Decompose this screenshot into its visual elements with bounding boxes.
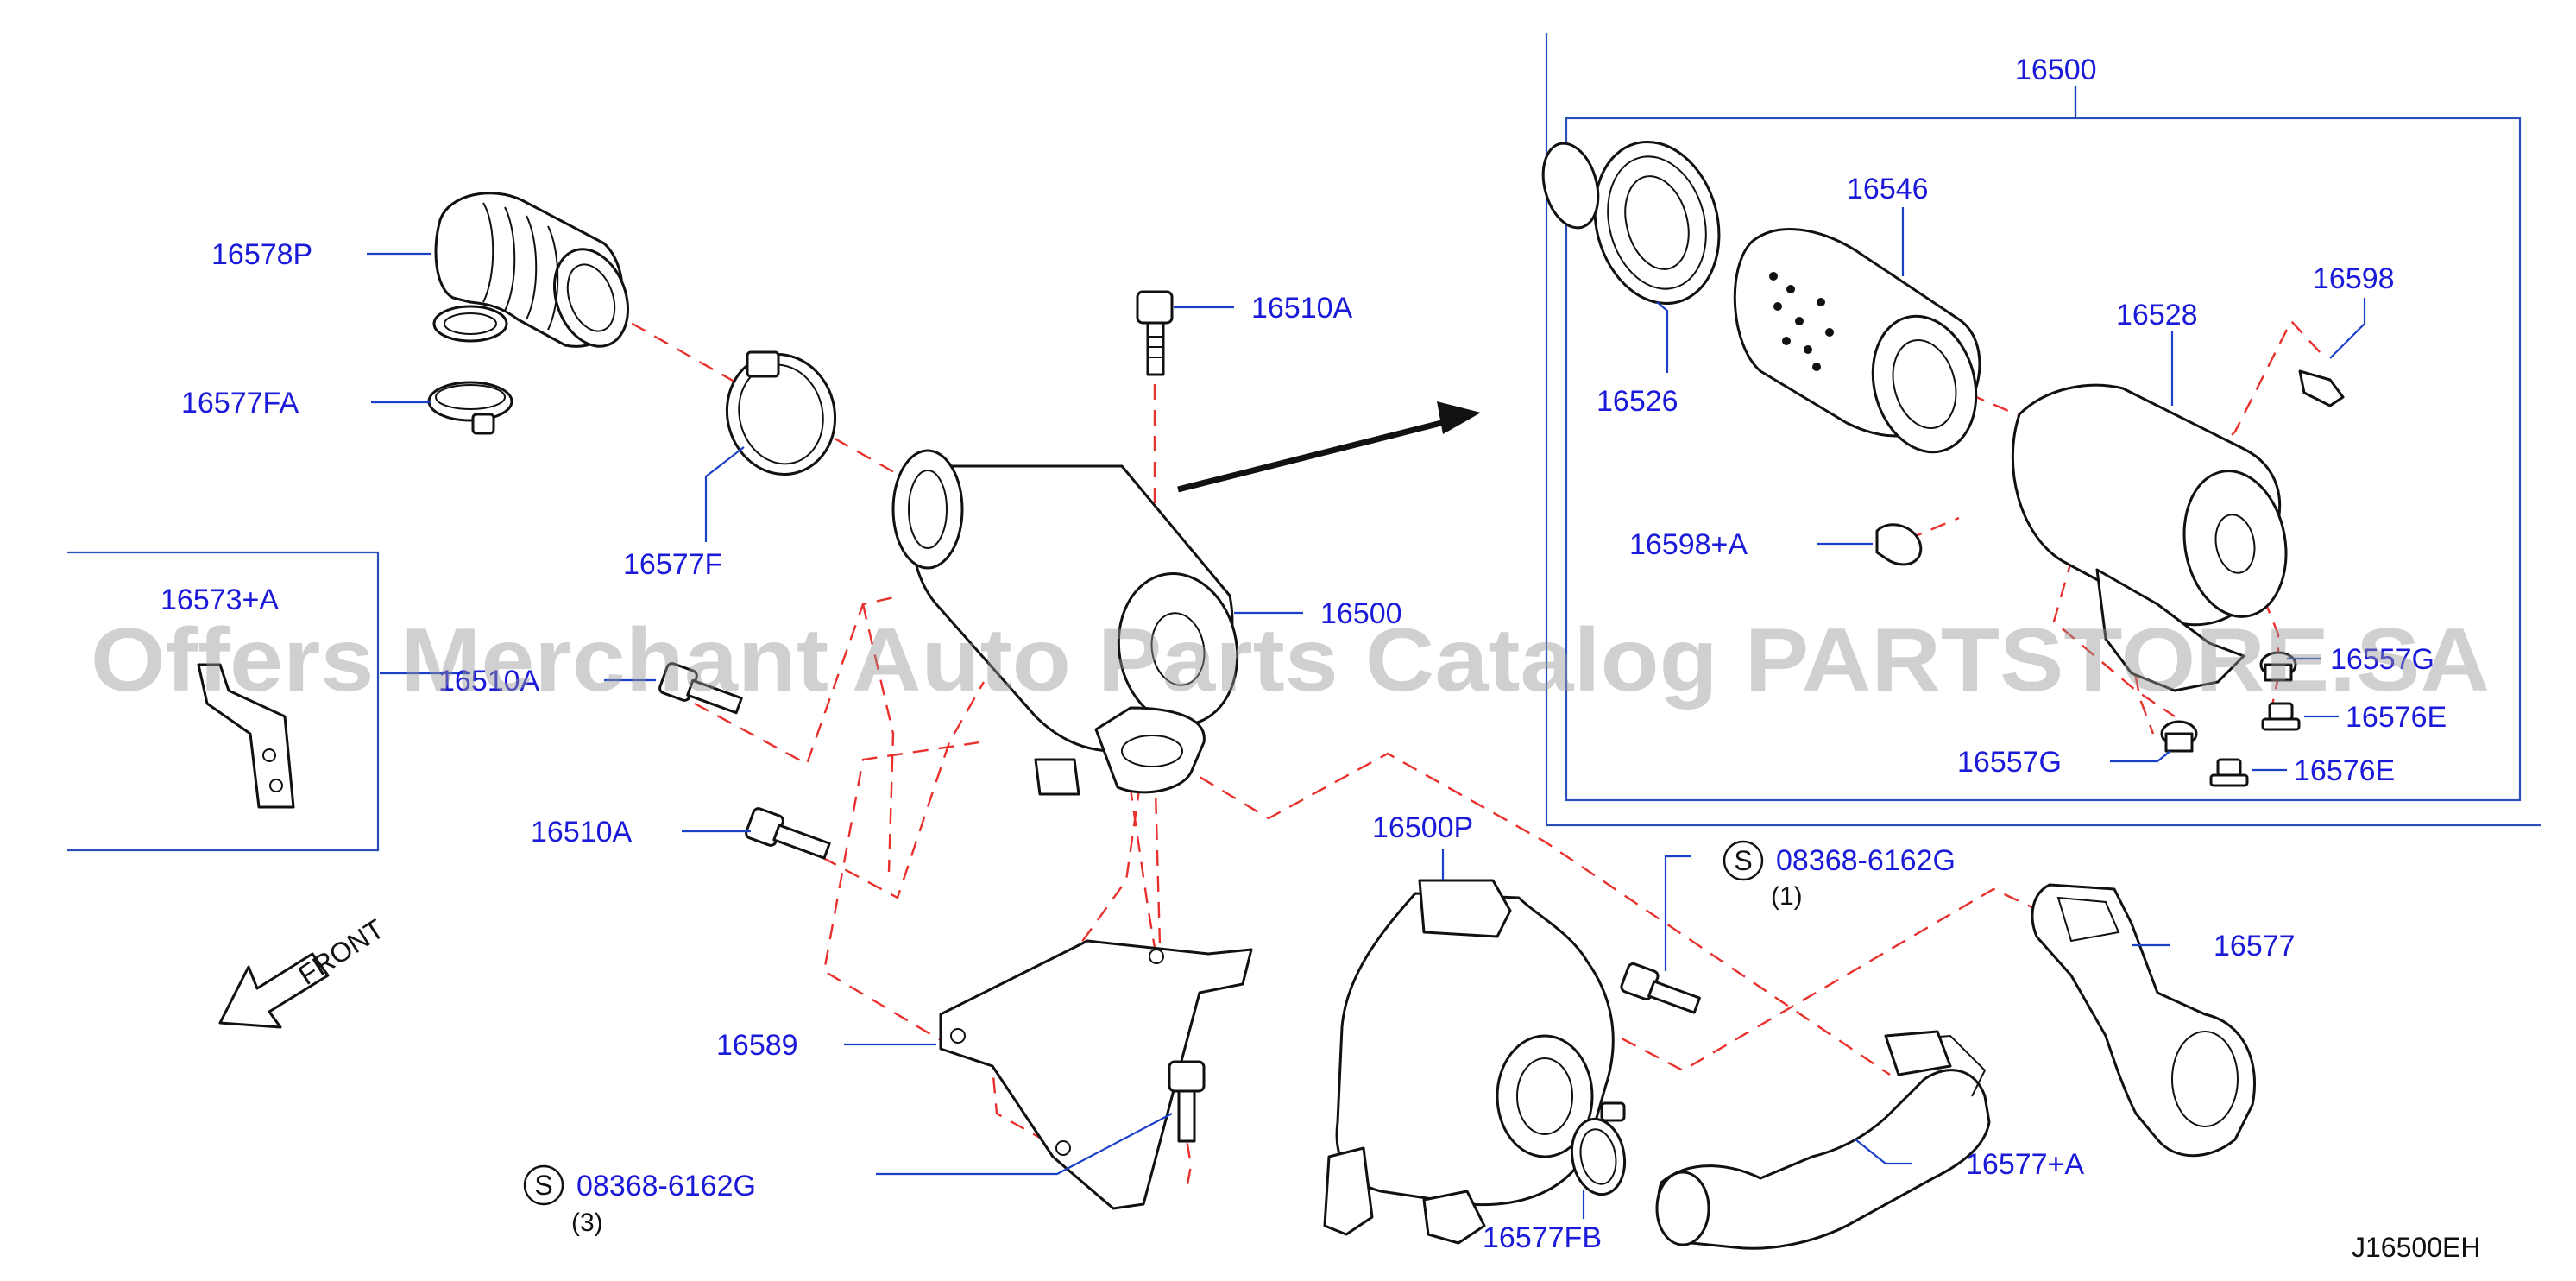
callout-16510A-top[interactable]: 16510A	[1251, 292, 1353, 325]
callout-08368-right[interactable]: 08368-6162G	[1776, 844, 1956, 877]
resonator-16500P	[1323, 879, 1615, 1245]
callout-16500-box[interactable]: 16500	[2015, 54, 2097, 86]
callout-16577FB[interactable]: 16577FB	[1483, 1221, 1602, 1254]
bracket-16573A	[197, 663, 295, 809]
callout-16577FA[interactable]: 16577FA	[181, 387, 299, 420]
callout-16528[interactable]: 16528	[2116, 299, 2198, 331]
hose-clamp-16577FB	[1570, 1101, 1627, 1196]
watermark: Offers Merchant Auto Parts Catalog PARTS…	[91, 610, 2490, 710]
callout-16557G-top[interactable]: 16557G	[2330, 643, 2434, 676]
clip-16598A	[1875, 523, 1923, 566]
bolt-16510A-left	[658, 662, 743, 715]
front-label: FRONT	[293, 913, 389, 991]
callout-16500P[interactable]: 16500P	[1372, 811, 1473, 844]
callout-16576E-bottom[interactable]: 16576E	[2294, 754, 2395, 787]
screw-16576E-bottom	[2209, 758, 2249, 787]
grommet-16557G-bottom	[2160, 720, 2198, 753]
callout-16578P[interactable]: 16578P	[211, 238, 312, 271]
s-marker-right: S	[1723, 840, 1764, 881]
inlet-duct-16577	[2031, 883, 2257, 1158]
callout-16557G-bottom[interactable]: 16557G	[1957, 746, 2062, 779]
callout-08368-right-qty: (1)	[1771, 882, 1803, 911]
bolt-16510A-mid	[745, 807, 831, 860]
filter-element-16546	[1733, 228, 1981, 454]
inlet-duct-16577A	[1655, 1030, 1991, 1250]
intake-duct-16578P	[432, 192, 630, 348]
callout-16577A[interactable]: 16577+A	[1966, 1148, 2084, 1181]
s-marker-bottom-label: S	[534, 1170, 552, 1201]
clip-16598	[2298, 369, 2345, 407]
bolt-08368-bottom	[1168, 1060, 1206, 1143]
callout-16573A[interactable]: 16573+A	[161, 584, 279, 616]
callout-16598A[interactable]: 16598+A	[1629, 528, 1748, 561]
leader-lines	[367, 86, 2366, 1219]
callout-16510A-mid[interactable]: 16510A	[531, 816, 633, 849]
callout-16589[interactable]: 16589	[716, 1029, 798, 1062]
callout-16500-main[interactable]: 16500	[1320, 597, 1402, 630]
callout-16598[interactable]: 16598	[2313, 262, 2395, 295]
bolt-08368-right	[1620, 962, 1701, 1014]
s-marker-right-label: S	[1734, 845, 1752, 876]
callout-08368-bottom-qty: (3)	[571, 1208, 603, 1237]
air-cleaner-cover-16526	[1541, 140, 1721, 306]
hose-clamp-16577F	[725, 350, 837, 476]
callout-16526[interactable]: 16526	[1597, 385, 1678, 418]
callout-16546[interactable]: 16546	[1847, 173, 1929, 205]
callout-08368-bottom[interactable]: 08368-6162G	[576, 1170, 756, 1202]
bracket-box	[67, 551, 380, 852]
air-cleaner-housing-16528	[2011, 383, 2288, 692]
callout-16510A-left[interactable]: 16510A	[438, 665, 540, 697]
s-marker-bottom: S	[523, 1164, 564, 1206]
air-cleaner-16500	[891, 449, 1239, 796]
screw-16576E-top	[2261, 702, 2301, 731]
bracket-16589	[939, 939, 1253, 1210]
callouts: 16578P 16577FA 16577F 16510A 16500 16573…	[161, 54, 2447, 1254]
exploded-view-arrow	[1177, 401, 1481, 493]
front-direction-arrow	[218, 952, 330, 1029]
callout-16576E-top[interactable]: 16576E	[2346, 701, 2447, 734]
bolt-16510A-top	[1136, 290, 1174, 376]
callout-16577F[interactable]: 16577F	[623, 548, 722, 581]
callout-16577[interactable]: 16577	[2214, 930, 2296, 962]
diagram-code: J16500EH	[2352, 1232, 2480, 1263]
hose-clamp-16577FA	[427, 381, 513, 435]
